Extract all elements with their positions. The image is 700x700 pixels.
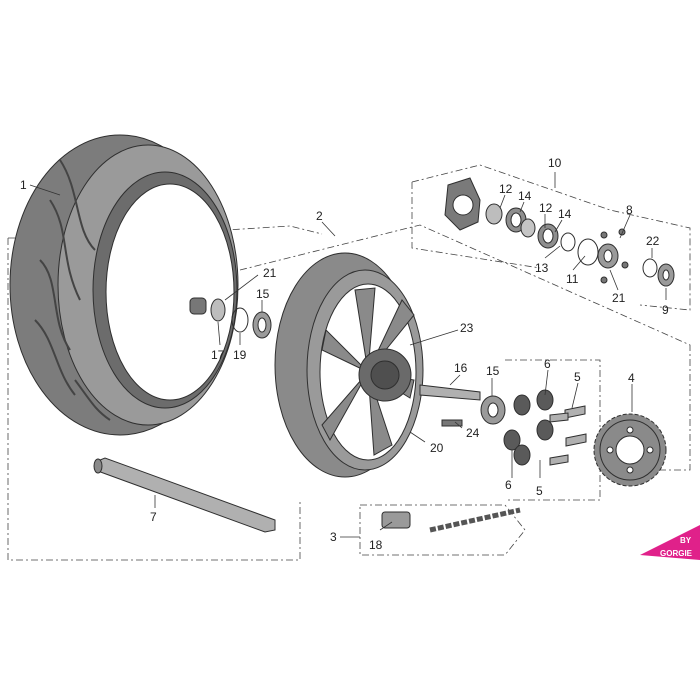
chain-kit bbox=[381, 507, 521, 533]
callout-10: 10 bbox=[548, 156, 562, 170]
callout-6a: 6 bbox=[544, 357, 551, 371]
callout-20: 20 bbox=[430, 441, 444, 455]
rear-axle bbox=[93, 457, 276, 533]
leader-lines bbox=[29, 172, 667, 538]
callout-2: 2 bbox=[316, 209, 323, 223]
wheel-rim bbox=[274, 252, 424, 478]
sprocket-carrier-group bbox=[444, 177, 675, 287]
callout-8: 8 bbox=[626, 203, 633, 217]
callout-16: 16 bbox=[454, 361, 468, 375]
brand-badge-line1: BY bbox=[680, 536, 692, 545]
callout-15b: 15 bbox=[486, 364, 500, 378]
bearing-kit-outline bbox=[359, 504, 526, 556]
callout-22: 22 bbox=[646, 234, 660, 248]
brand-badge-line2: GORGIE bbox=[660, 549, 693, 558]
callout-3: 3 bbox=[330, 530, 337, 544]
callout-21a: 21 bbox=[263, 266, 277, 280]
callout-24: 24 bbox=[466, 426, 480, 440]
callout-14b: 14 bbox=[558, 207, 572, 221]
callout-5b: 5 bbox=[536, 484, 543, 498]
callout-23: 23 bbox=[460, 321, 474, 335]
callout-6b: 6 bbox=[505, 478, 512, 492]
callout-17: 17 bbox=[211, 348, 225, 362]
tire bbox=[9, 134, 239, 436]
callout-19: 19 bbox=[233, 348, 247, 362]
callout-13: 13 bbox=[535, 261, 549, 275]
callout-4: 4 bbox=[628, 371, 635, 385]
callout-7: 7 bbox=[150, 510, 157, 524]
sprocket-carrier-outline bbox=[411, 164, 691, 311]
brand-badge: BY GORGIE bbox=[640, 525, 700, 560]
callout-12a: 12 bbox=[499, 182, 513, 196]
callout-18: 18 bbox=[369, 538, 383, 552]
callout-12b: 12 bbox=[539, 201, 553, 215]
callout-11: 11 bbox=[566, 272, 579, 286]
callout-14a: 14 bbox=[518, 189, 532, 203]
callout-5a: 5 bbox=[574, 370, 581, 384]
callouts: 1 2 3 4 5 5 6 6 7 8 9 10 11 12 12 13 14 … bbox=[20, 156, 669, 552]
cush-drive-parts bbox=[503, 389, 587, 466]
callout-15a: 15 bbox=[256, 287, 270, 301]
callout-21b: 21 bbox=[612, 291, 626, 305]
left-hub-parts bbox=[189, 297, 272, 339]
rear-sprocket bbox=[593, 413, 667, 487]
axle-sleeve bbox=[419, 384, 506, 427]
callout-1: 1 bbox=[20, 178, 27, 192]
callout-9: 9 bbox=[662, 303, 669, 317]
